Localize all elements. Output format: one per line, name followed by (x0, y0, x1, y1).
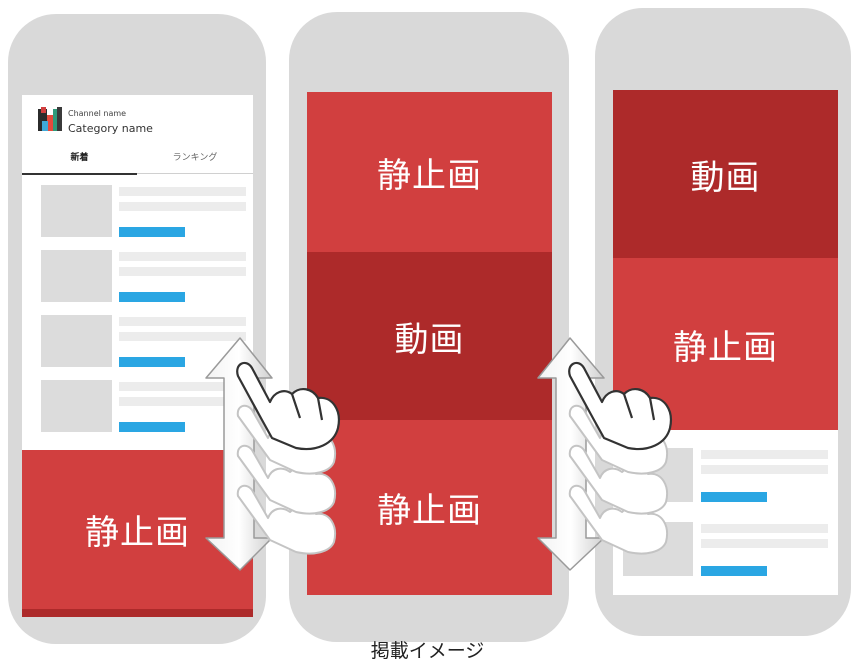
text-placeholder (119, 252, 246, 261)
channel-logo-icon (38, 107, 62, 131)
tab-ranking-label: ランキング (172, 153, 218, 163)
still-image-ad-block[interactable]: 静止画 (613, 258, 838, 430)
text-placeholder (119, 332, 246, 341)
video-ad-block[interactable]: 動画 (307, 252, 552, 420)
still-image-ad-block-top[interactable]: 静止画 (307, 92, 552, 252)
accent-bar (119, 227, 185, 237)
text-placeholder (701, 524, 828, 533)
text-placeholder (701, 465, 828, 474)
accent-bar (119, 422, 185, 432)
text-placeholder (701, 539, 828, 548)
accent-bar (701, 492, 767, 502)
list-item[interactable] (22, 250, 253, 310)
video-label: 動画 (394, 319, 465, 360)
thumbnail (41, 380, 112, 432)
list-item[interactable] (22, 315, 253, 375)
still-image-ad-block-bottom[interactable]: 静止画 (307, 420, 552, 595)
phone-3-screen: 動画 静止画 (613, 90, 838, 595)
still-image-label: 静止画 (85, 513, 190, 553)
channel-header: Channel name Category name (22, 95, 253, 143)
text-placeholder (119, 382, 246, 391)
thumbnail (41, 185, 112, 237)
tab-ranking[interactable]: ランキング (137, 145, 253, 174)
still-image-label: 静止画 (377, 155, 482, 196)
phone-mockup-1: Channel name Category name 新着 ランキング (8, 14, 266, 644)
list-item[interactable] (22, 380, 253, 440)
swipe-hand-icon (568, 361, 672, 451)
thumbnail (41, 315, 112, 367)
video-label: 動画 (690, 157, 761, 198)
text-placeholder (701, 450, 828, 459)
thumbnail (41, 250, 112, 302)
caption: 掲載イメージ (370, 640, 485, 662)
text-placeholder (119, 187, 246, 196)
accent-bar (119, 357, 185, 367)
category-name: Category name (68, 122, 153, 135)
text-placeholder (119, 317, 246, 326)
text-placeholder (119, 267, 246, 276)
tab-new[interactable]: 新着 (22, 145, 137, 175)
tab-new-label: 新着 (70, 153, 89, 163)
list-item[interactable] (22, 185, 253, 245)
text-placeholder (119, 202, 246, 211)
accent-bar (701, 566, 767, 576)
phone-1-screen: Channel name Category name 新着 ランキング (22, 95, 253, 617)
video-ad-block[interactable]: 動画 (613, 90, 838, 258)
phone-mockup-3: 動画 静止画 (595, 8, 851, 636)
channel-name: Channel name (68, 109, 127, 118)
text-placeholder (119, 397, 246, 406)
still-image-label: 静止画 (377, 491, 482, 531)
phone-2-screen: 静止画 動画 静止画 (307, 92, 552, 595)
accent-bar (119, 292, 185, 302)
still-image-ad-block[interactable]: 静止画 (22, 450, 253, 617)
swipe-hand-icon (236, 361, 340, 451)
still-image-label: 静止画 (673, 327, 778, 368)
phone-mockup-2: 静止画 動画 静止画 (289, 12, 569, 642)
